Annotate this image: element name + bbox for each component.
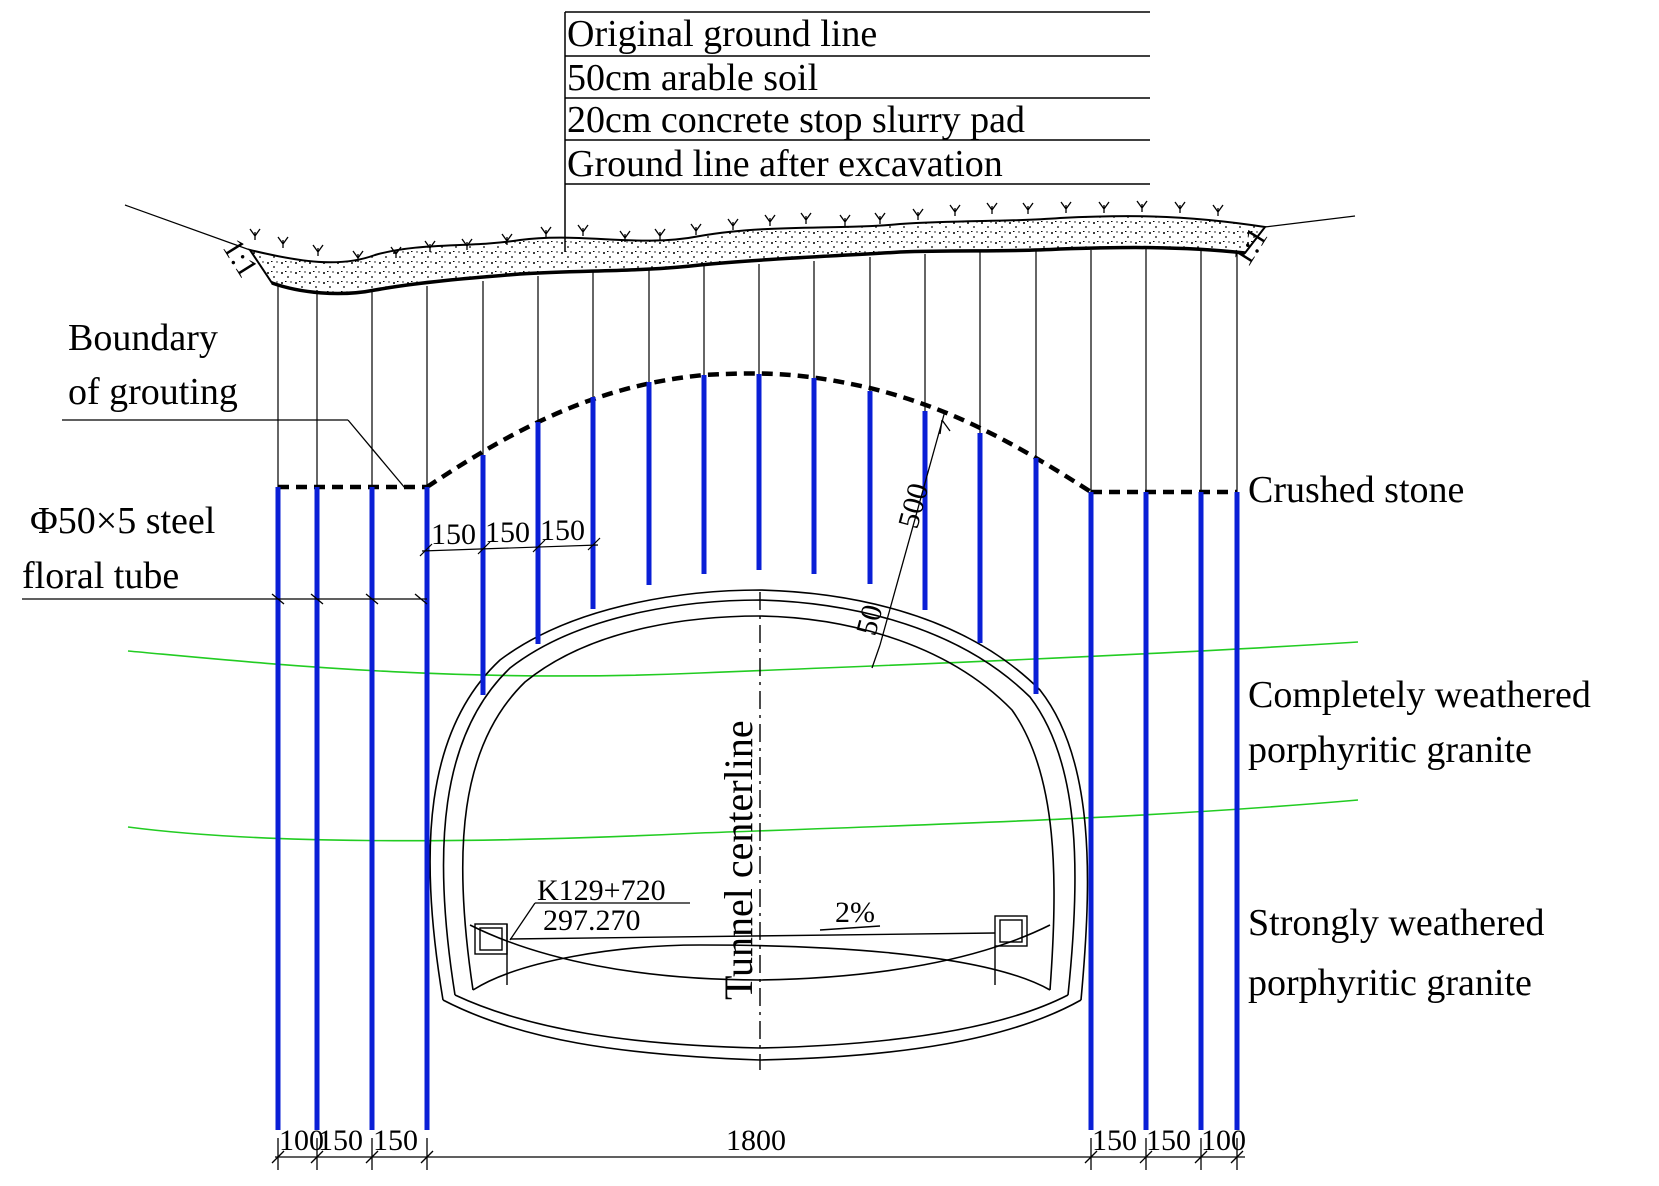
- bottom-dim-6: 150: [1146, 1124, 1191, 1157]
- top-dim-3: 150: [540, 514, 585, 547]
- gradient-label: 2%: [835, 896, 875, 929]
- station-marker: [509, 902, 690, 941]
- boundary-label-line2: of grouting: [68, 371, 238, 413]
- tube-label-line1: Φ50×5 steel: [30, 500, 215, 542]
- steel-floral-tubes: [275, 374, 1240, 1130]
- grouting-boundary-line: [278, 371, 1237, 495]
- ground-surface: [124, 204, 1356, 296]
- tube-leader: [22, 593, 428, 605]
- bottom-dim-4: 1800: [726, 1124, 786, 1157]
- top-dim-1: 150: [431, 518, 476, 551]
- stratum-boundaries: [127, 641, 1359, 842]
- legend-row-original-ground: Original ground line: [567, 13, 877, 55]
- centerline-label: Tunnel centerline: [716, 720, 761, 1000]
- bottom-dim-3: 150: [373, 1124, 418, 1157]
- bottom-dim-1: 100: [279, 1124, 324, 1157]
- bottom-dim-7: 100: [1201, 1124, 1246, 1157]
- bottom-dim-2: 150: [318, 1124, 363, 1157]
- crushed-stone-label: Crushed stone: [1248, 469, 1464, 511]
- legend-row-slurry-pad: 20cm concrete stop slurry pad: [567, 99, 1025, 141]
- cw-granite-label-line1: Completely weathered: [1248, 674, 1591, 716]
- legend-row-excavation-line: Ground line after excavation: [567, 143, 1003, 185]
- station-label: K129+720: [537, 874, 666, 907]
- tube-label-line2: floral tube: [22, 555, 179, 597]
- boundary-label-line1: Boundary: [68, 317, 218, 359]
- bottom-dim-5: 150: [1092, 1124, 1137, 1157]
- drainage-ditches: [474, 915, 1028, 985]
- cw-granite-label-line2: porphyritic granite: [1248, 729, 1532, 771]
- bottom-dimension: [271, 1138, 1245, 1170]
- road-surface: [509, 925, 996, 940]
- pipe-guide-lines: [277, 249, 1238, 492]
- top-spacing-dimension: [419, 537, 601, 557]
- boundary-leader: [62, 419, 406, 489]
- sw-granite-label-line1: Strongly weathered: [1248, 902, 1545, 944]
- legend-table: [564, 11, 1150, 252]
- elevation-label: 297.270: [543, 904, 641, 937]
- legend-row-arable-soil: 50cm arable soil: [567, 57, 818, 99]
- sw-granite-label-line2: porphyritic granite: [1248, 962, 1532, 1004]
- radial-dim-500: 500: [892, 480, 936, 532]
- radial-dimension: [871, 410, 951, 669]
- top-dim-2: 150: [485, 516, 530, 549]
- grass-marks: [249, 200, 1224, 262]
